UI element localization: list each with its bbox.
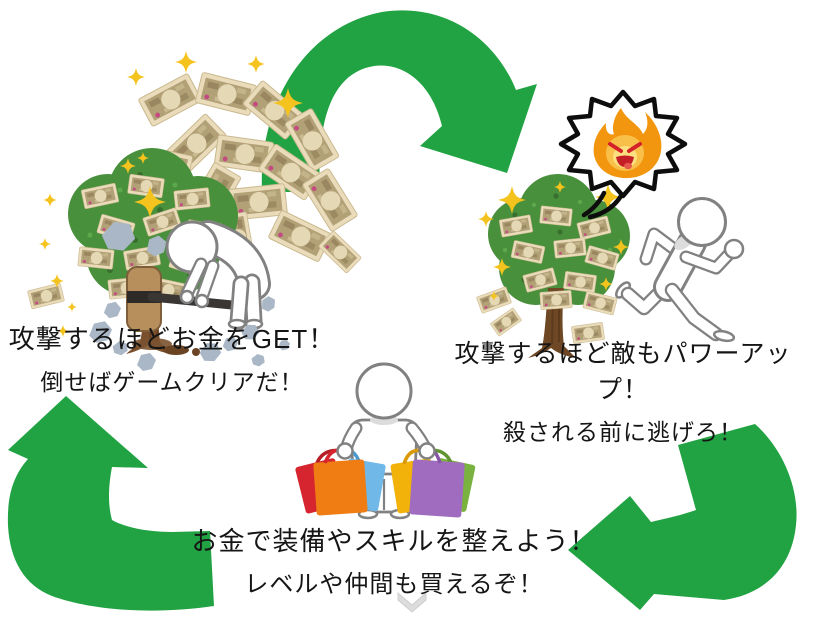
- sparkle-icon: [67, 302, 77, 312]
- money-bill: [77, 246, 115, 270]
- caption-enemy-line2: 殺される前に逃げろ！: [503, 419, 743, 445]
- money-tree-right: [476, 174, 630, 358]
- money-bill: [27, 282, 65, 310]
- caption-attack-line2: 倒せばゲームクリアだ！: [40, 369, 304, 395]
- shopper-with-bags: [295, 362, 476, 520]
- caption-shop-line1: お金で装備やスキルを整えよう！: [191, 526, 597, 556]
- money-bill: [137, 72, 203, 128]
- hammering-person: [126, 220, 290, 369]
- cycle-arrow-top: [261, 10, 537, 192]
- caption-attack-line1: 攻撃するほどお金をGET！: [8, 324, 336, 354]
- sparkle-icon: [247, 55, 265, 73]
- cycle-arrow-right: [568, 424, 797, 610]
- angry-flame-icon: [593, 108, 662, 179]
- caption-shop: お金で装備やスキルを整えよう！ レベルや仲間も買えるぞ！: [180, 521, 608, 599]
- sparkle-icon: [43, 193, 57, 207]
- sparkle-icon: [127, 68, 145, 86]
- caption-enemy-line1: 攻撃するほど敵もパワーアップ！: [454, 340, 792, 404]
- scroll-down-chevron-icon[interactable]: [397, 591, 427, 613]
- money-bill: [539, 289, 573, 311]
- hand: [418, 442, 436, 460]
- sparkle-icon: [39, 238, 51, 250]
- money-bill: [194, 71, 258, 117]
- caption-attack: 攻撃するほどお金をGET！ 倒せばゲームクリアだ！: [2, 319, 342, 397]
- money-bill: [173, 187, 211, 211]
- person-head: [355, 362, 413, 420]
- cycle-arrow-left: [7, 396, 215, 611]
- money-bill: [489, 307, 523, 337]
- running-person: [615, 197, 745, 343]
- sparkle-icon: [175, 51, 197, 73]
- hand: [336, 442, 354, 460]
- money-bill: [553, 237, 587, 259]
- caption-enemy: 攻撃するほど敵もパワーアップ！ 殺される前に逃げろ！: [430, 334, 816, 447]
- shopping-bag-orange: [313, 459, 368, 516]
- caption-shop-line2: レベルや仲間も買えるぞ！: [244, 571, 544, 598]
- shopping-bag-purple: [409, 459, 465, 518]
- money-bill: [539, 205, 573, 227]
- angry-flame-speech-bubble: [558, 89, 688, 220]
- money-bill: [582, 290, 618, 316]
- person-head: [677, 197, 727, 247]
